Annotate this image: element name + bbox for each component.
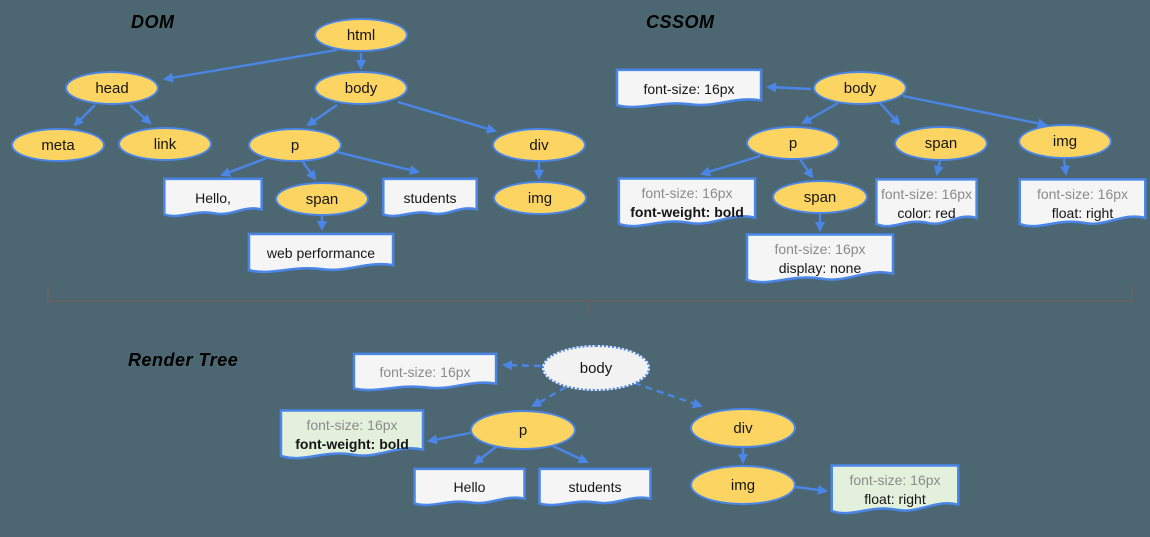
document-shape: [875, 177, 978, 230]
render-rule-img: font-size: 16px float: right: [830, 463, 960, 517]
css-rule-line: font-size: 16px: [774, 241, 866, 257]
document-shape: [617, 176, 757, 230]
document-shape: [382, 177, 478, 219]
render-node-div: div: [690, 408, 796, 448]
render-textbox-students: students: [538, 467, 652, 508]
dom-node-head: head: [65, 71, 159, 105]
document-shape: [163, 177, 263, 219]
document-shape: [247, 232, 395, 275]
cssom-rule-body: font-size: 16px: [615, 68, 763, 110]
render-node-img: img: [690, 465, 796, 505]
text-node-label: web performance: [266, 245, 376, 261]
dom-edges: [73, 48, 544, 231]
merge-divider-line: [47, 284, 1133, 315]
dom-title: DOM: [131, 12, 175, 32]
cssom-node-span-child: span: [772, 180, 868, 214]
render-rule-body: font-size: 16px: [352, 352, 498, 393]
css-rule-line: font-size: 16px: [379, 364, 471, 380]
document-shape: [745, 232, 895, 286]
render-edges: [427, 360, 828, 495]
cssom-node-body: body: [813, 71, 907, 105]
text-node-label: students: [568, 479, 622, 495]
dom-node-html: html: [314, 18, 408, 52]
css-rule-line: color: red: [897, 204, 956, 221]
document-shape: [279, 408, 425, 462]
text-node-label: Hello: [453, 479, 486, 495]
document-shape: [538, 467, 652, 508]
cssom-title: CSSOM: [646, 12, 715, 32]
dom-node-span: span: [275, 182, 369, 216]
cssom-rule-img: font-size: 16px float: right: [1018, 177, 1147, 230]
render-node-body: body: [542, 345, 650, 391]
render-tree-title: Render Tree: [128, 350, 239, 370]
cssom-rule-p: font-size: 16px font-weight: bold: [617, 176, 757, 230]
document-shape: [352, 352, 498, 393]
dom-node-meta: meta: [11, 128, 105, 162]
render-rule-p: font-size: 16px font-weight: bold: [279, 408, 425, 462]
css-rule-line: float: right: [864, 491, 926, 507]
document-shape: [413, 467, 526, 508]
dom-node-body: body: [314, 71, 408, 105]
dom-textbox-students: students: [382, 177, 478, 219]
css-rule-line: font-weight: bold: [295, 436, 409, 452]
cssom-node-img: img: [1018, 124, 1112, 159]
dom-node-img: img: [493, 181, 587, 215]
text-node-label: students: [403, 189, 457, 206]
css-rule-line: font-size: 16px: [1036, 185, 1129, 202]
css-rule-line: font-size: 16px: [880, 185, 973, 202]
css-rule-line: font-size: 16px: [643, 80, 735, 97]
css-rule-line: font-size: 16px: [849, 472, 941, 488]
render-textbox-hello: Hello: [413, 467, 526, 508]
css-rule-line: display: none: [778, 260, 862, 276]
cssom-edges: [700, 82, 1070, 232]
dom-node-div: div: [492, 128, 586, 162]
dom-textbox-webperformance: web performance: [247, 232, 395, 275]
document-shape: [615, 68, 763, 110]
cssom-rule-span-child: font-size: 16px display: none: [745, 232, 895, 286]
css-rule-line: font-weight: bold: [630, 204, 744, 220]
cssom-node-span: span: [894, 126, 988, 161]
dom-node-p: p: [248, 128, 342, 162]
dom-textbox-hello: Hello,: [163, 177, 263, 219]
document-shape: [1018, 177, 1147, 230]
cssom-rule-span: font-size: 16px color: red: [875, 177, 978, 230]
text-node-label: Hello,: [195, 189, 231, 206]
document-shape: [830, 463, 960, 517]
css-rule-line: font-size: 16px: [306, 417, 398, 433]
css-rule-line: font-size: 16px: [641, 185, 733, 201]
cssom-node-p: p: [746, 126, 840, 160]
css-rule-line: float: right: [1051, 204, 1114, 221]
dom-node-link: link: [118, 127, 212, 161]
render-node-p: p: [470, 410, 576, 450]
